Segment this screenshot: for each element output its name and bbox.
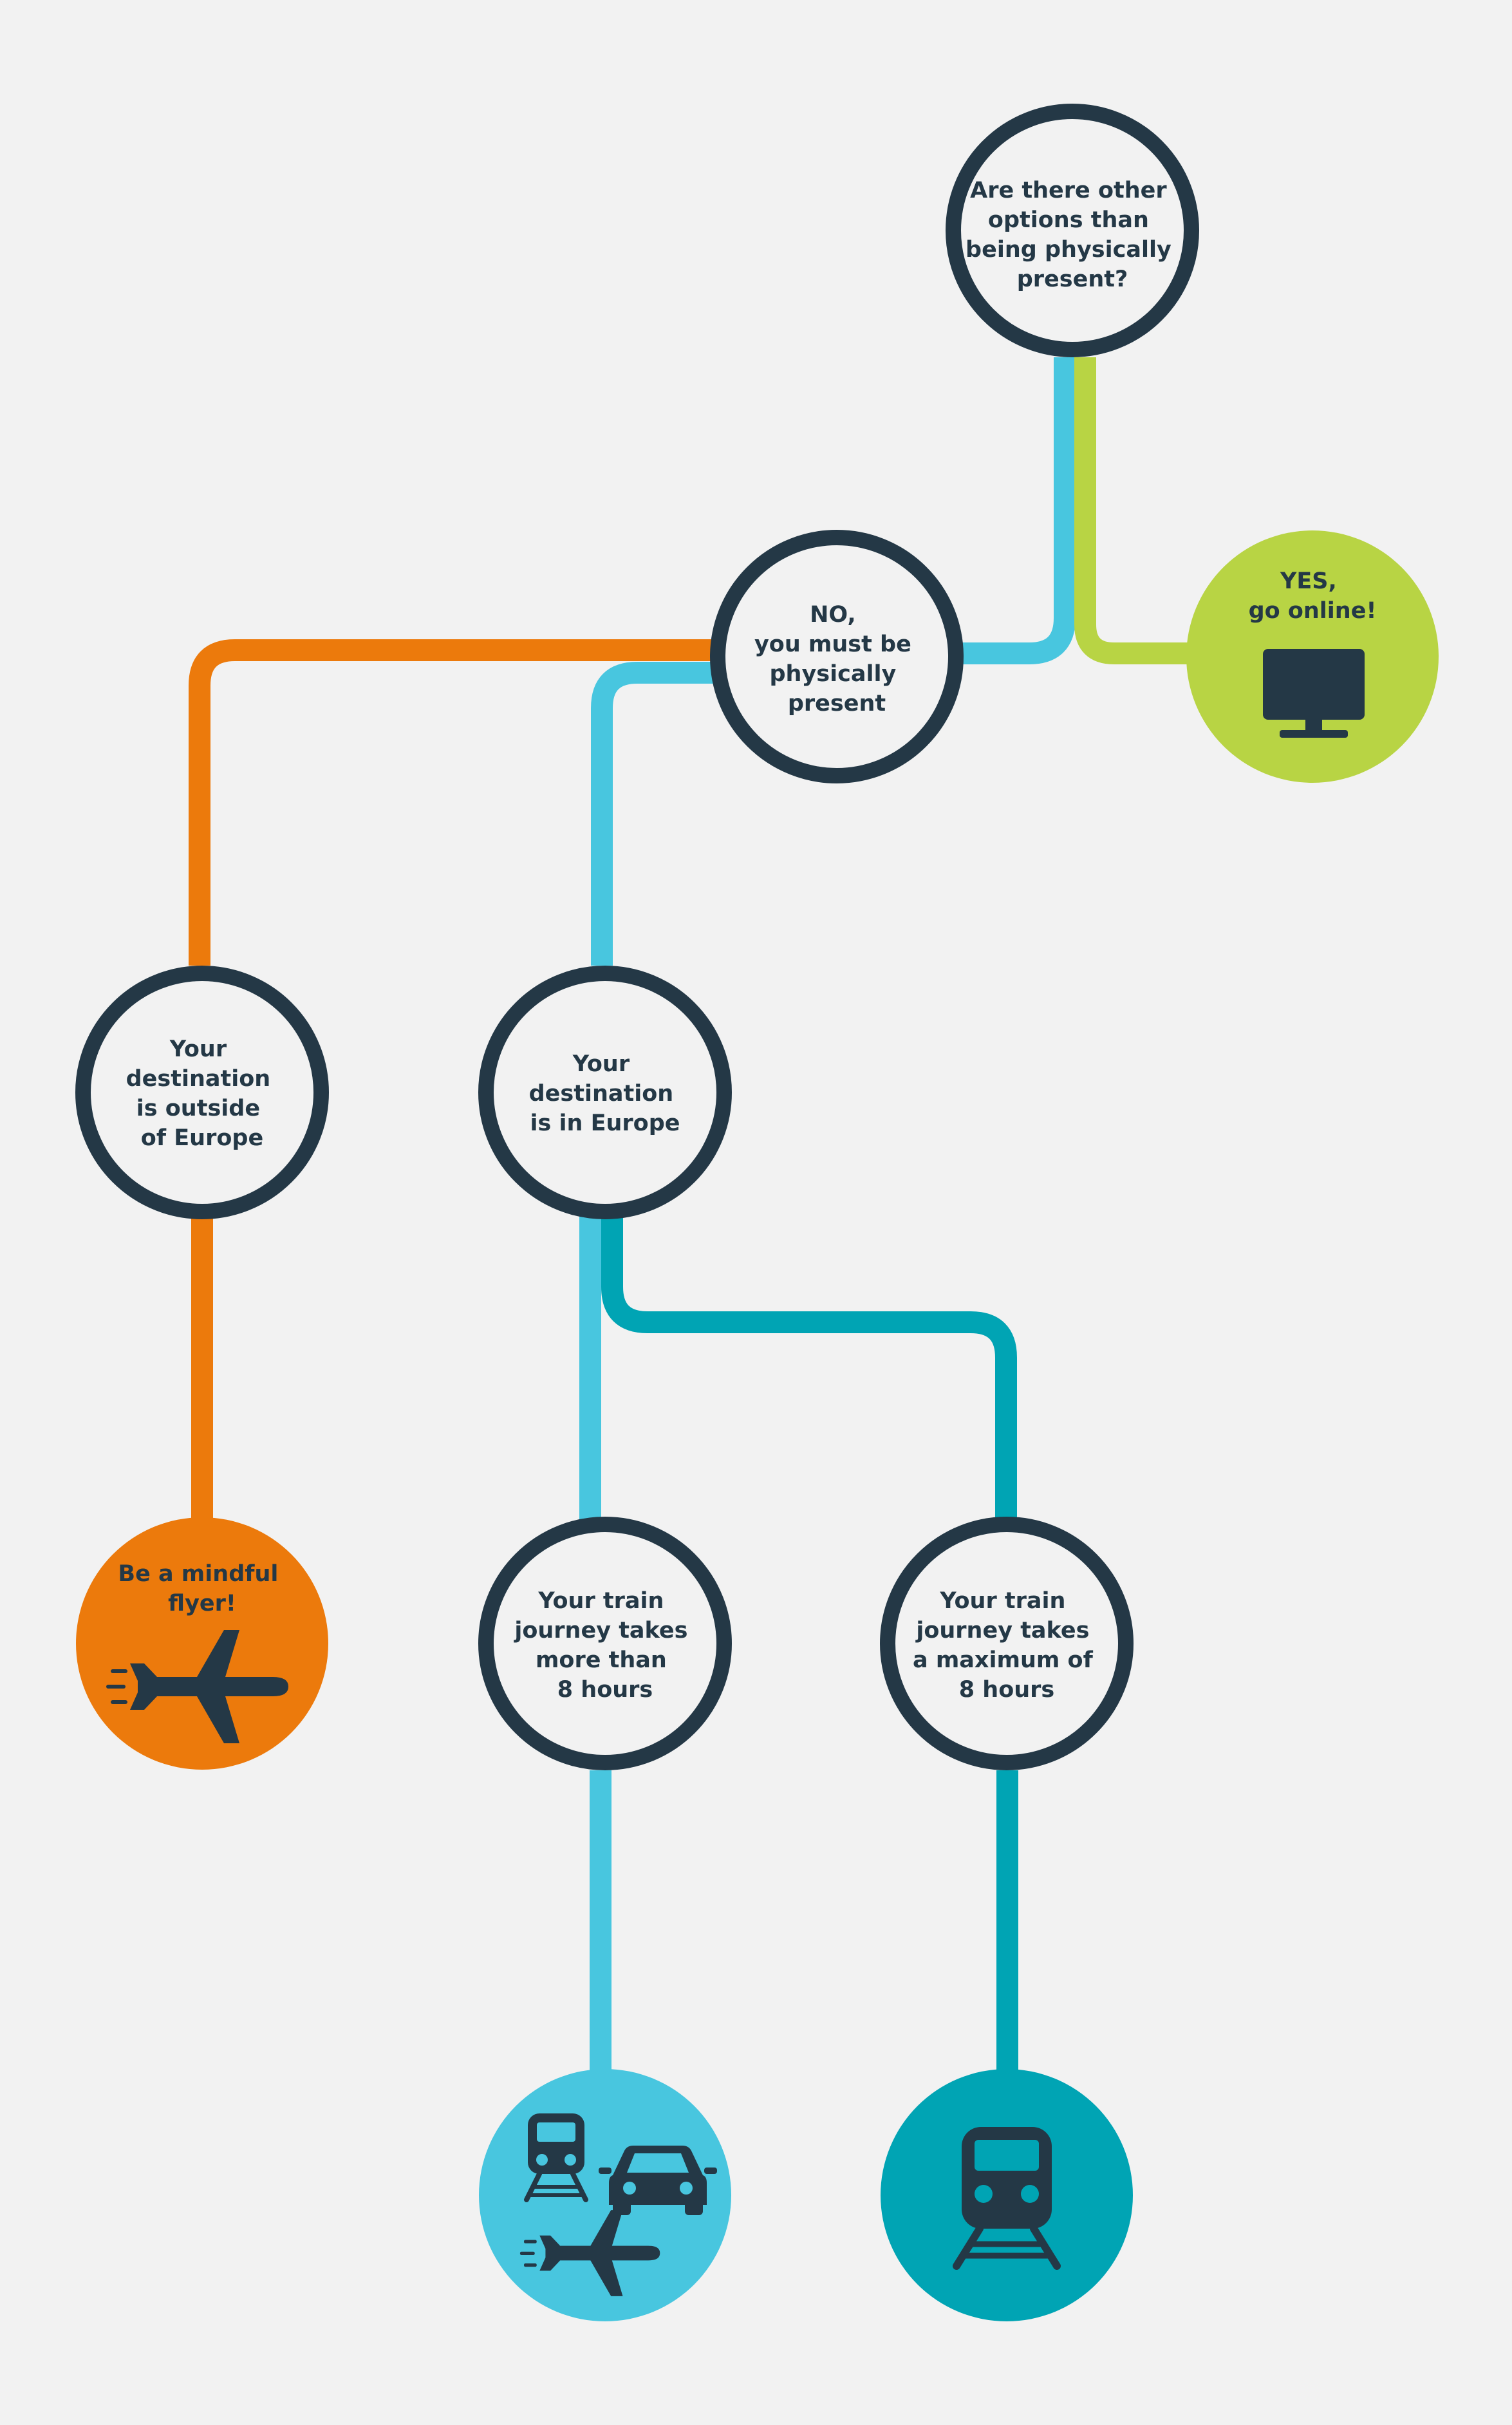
node-outside-europe: Your destination is outside of Europe — [75, 966, 329, 1219]
node-mindful-flyer-text: Be a mindful flyer! — [118, 1561, 286, 1616]
node-no-text: NO, you must be physically present — [754, 602, 919, 716]
train-icon — [953, 2127, 1061, 2270]
node-train-max-8-text: Your train journey takes a maximum of 8 … — [913, 1588, 1101, 1703]
node-train-max-8: Your train journey takes a maximum of 8 … — [880, 1517, 1134, 1770]
connector-question-to-no — [959, 357, 1076, 664]
connectors — [189, 357, 1188, 2079]
train-icon — [524, 2113, 588, 2202]
node-train-more-than-8-text: Your train journey takes more than 8 hou… — [513, 1588, 695, 1703]
node-yes-text: YES, go online! — [1249, 568, 1377, 624]
node-in-europe: Your destination is in Europe — [478, 966, 732, 1219]
node-outside-europe-text: Your destination is outside of Europe — [126, 1036, 279, 1151]
node-mixed-transport — [479, 2069, 731, 2321]
node-question: Are there other options than being physi… — [946, 104, 1199, 357]
connector-no-to-in-europe — [591, 662, 713, 966]
node-in-europe-text: Your destination is in Europe — [529, 1051, 682, 1136]
node-question-text: Are there other options than being physi… — [966, 178, 1179, 292]
connector-in-europe-to-max-8 — [601, 1217, 1017, 1526]
node-yes-online: YES, go online! — [1186, 530, 1439, 783]
connector-question-to-yes — [1074, 357, 1188, 664]
node-no: NO, you must be physically present — [710, 530, 964, 783]
node-train-more-than-8: Your train journey takes more than 8 hou… — [478, 1517, 732, 1770]
airplane-icon — [106, 1630, 288, 1743]
node-train-only — [881, 2069, 1133, 2321]
airplane-icon — [519, 2210, 660, 2296]
car-icon — [599, 2146, 717, 2215]
monitor-icon — [1263, 649, 1365, 738]
connector-no-to-outside-europe — [189, 639, 713, 966]
node-mindful-flyer: Be a mindful flyer! — [76, 1517, 328, 1770]
